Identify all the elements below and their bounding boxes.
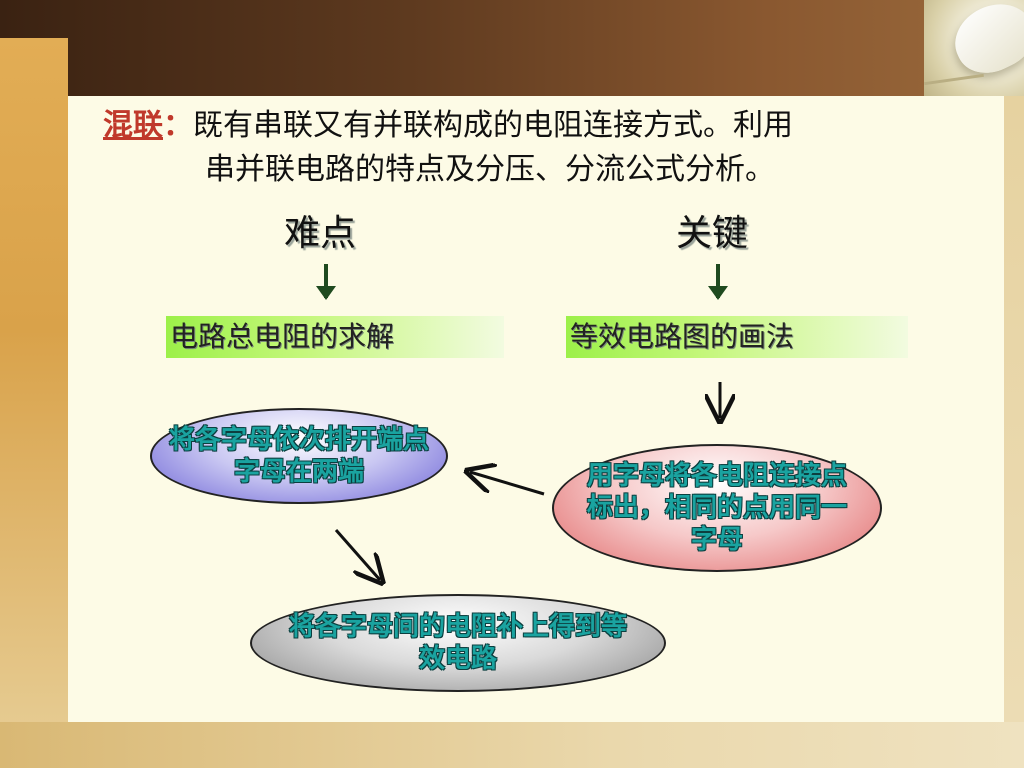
term-label: 混联 <box>103 108 163 143</box>
step-label-points: 用字母将各电阻连接点标出，相同的点用同一字母 <box>552 444 882 572</box>
left-decor-strip <box>0 38 68 768</box>
key-heading: 关键 <box>676 213 749 254</box>
difficulty-heading: 难点 <box>284 213 357 254</box>
difficulty-box: 电路总电阻的求解 <box>166 316 504 358</box>
step-arrange-letters: 将各字母依次排开端点字母在两端 <box>150 408 448 504</box>
down-arrow-right <box>708 264 728 300</box>
step-arrange-letters-text: 将各字母依次排开端点字母在两端 <box>168 425 429 487</box>
mouse-cord <box>924 73 984 86</box>
definition-line-2: 串并联电路的特点及分压、分流公式分析。 <box>205 152 775 187</box>
down-arrow-left <box>316 264 336 300</box>
mouse-image <box>924 0 1024 96</box>
top-banner <box>0 0 1024 96</box>
key-box: 等效电路图的画法 <box>566 316 908 358</box>
step-fill-resistors: 将各字母间的电阻补上得到等效电路 <box>250 594 666 692</box>
mouse-icon <box>944 0 1024 84</box>
right-decor-strip <box>1004 96 1024 722</box>
step-fill-resistors-text: 将各字母间的电阻补上得到等效电路 <box>288 612 627 674</box>
definition-line-1: 既有串联又有并联构成的电阻连接方式。利用 <box>193 108 793 143</box>
step-label-points-text: 用字母将各电阻连接点标出，相同的点用同一字母 <box>586 461 847 555</box>
bottom-decor-band <box>0 722 1024 768</box>
term-colon: ： <box>163 108 193 143</box>
definition-text: 混联：既有串联又有并联构成的电阻连接方式。利用串并联电路的特点及分压、分流公式分… <box>103 104 973 192</box>
